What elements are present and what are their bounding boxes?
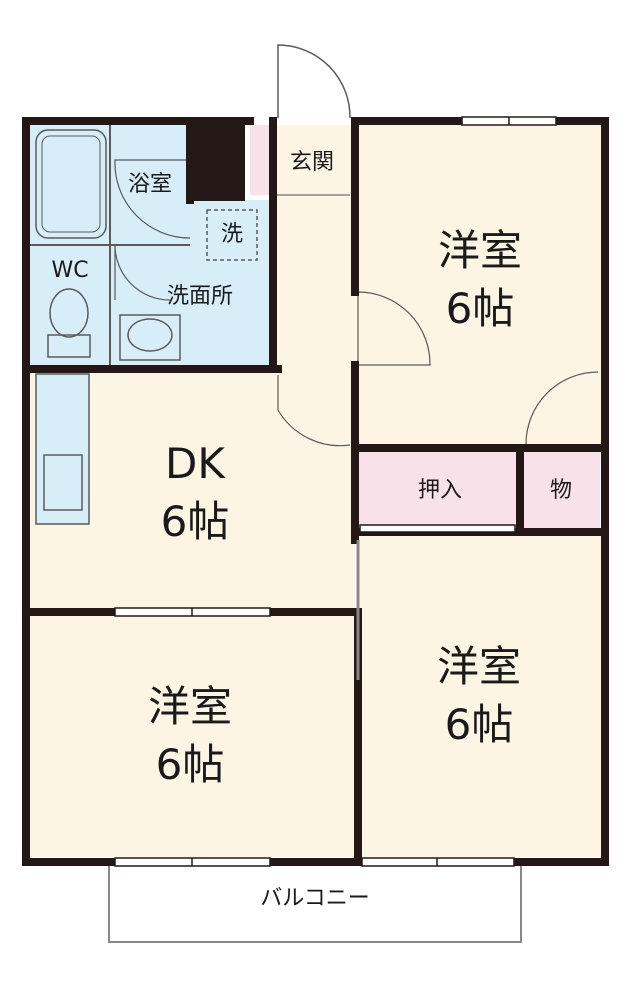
closet-sliding-door [359, 524, 516, 533]
mono-door-swing [525, 371, 599, 445]
wash-basin [119, 314, 181, 361]
kitchen-counter [35, 373, 90, 525]
closet-mono-area [522, 452, 600, 528]
dk-door-swing [277, 375, 351, 447]
room-label-western-sw-size: 6帖 [155, 740, 225, 789]
western-ne-door-swing [357, 291, 431, 366]
balcony-outline [108, 859, 522, 943]
room-label-western-ne-name: 洋室 [437, 226, 522, 275]
room-label-western-sw-name: 洋室 [147, 682, 232, 731]
room-label-entrance: 玄関 [289, 150, 334, 175]
room-label-bath: 浴室 [127, 172, 172, 197]
bathtub [35, 129, 107, 239]
room-label-western-ne-size: 6帖 [445, 284, 515, 333]
room-label-closet-oshiire: 押入 [417, 478, 462, 503]
room-label-wc: WC [51, 258, 89, 283]
western-sw-area [30, 615, 355, 857]
room-label-balcony: バルコニー [260, 886, 370, 911]
western-se-area [358, 532, 601, 857]
room-label-washroom: 洗面所 [166, 284, 233, 309]
room-label-closet-mono: 物 [549, 478, 572, 503]
washroom-door-swing [114, 244, 171, 301]
room-label-western-se-size: 6帖 [444, 700, 514, 749]
toilet-bowl [49, 288, 89, 338]
kitchen-sink [43, 454, 83, 511]
room-label-western-se-name: 洋室 [436, 642, 521, 691]
washroom-area [110, 200, 273, 365]
closet-oshiire-area [358, 452, 518, 528]
bath-door-swing [114, 159, 191, 239]
washer-space [206, 209, 258, 261]
pipe-shaft [190, 121, 245, 201]
window-se-bottom [361, 857, 515, 867]
wc-area [30, 245, 110, 365]
room-label-washer: 洗 [220, 222, 243, 247]
western-ne-area [355, 122, 601, 448]
bathtub-inner [41, 135, 101, 233]
wash-basin-bowl [127, 318, 173, 352]
entrance-door-swing [277, 44, 351, 119]
toilet-tank [47, 334, 91, 358]
room-label-dk-size: 6帖 [160, 497, 230, 546]
room-label-dk-name: DK [165, 439, 225, 488]
hall-area [273, 125, 355, 370]
